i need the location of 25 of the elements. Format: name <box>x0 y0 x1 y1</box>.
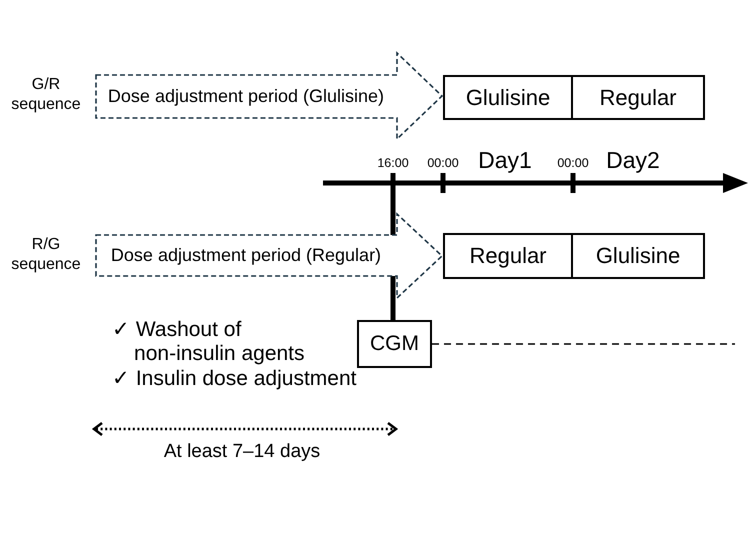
phase-rectangle <box>571 75 705 120</box>
sequence-label: G/R sequence <box>10 75 82 115</box>
period-label: Dose adjustment period (Regular) <box>110 245 382 266</box>
dashed-connector <box>432 343 735 345</box>
phase-label: Glulisine <box>466 84 550 110</box>
phase-label: Regular <box>599 84 677 110</box>
phase-rectangle <box>571 233 705 279</box>
time-label: 00:00 <box>557 156 589 171</box>
day-label: Day1 <box>478 147 532 173</box>
phase-label: CGM <box>370 332 419 356</box>
note-text: ✓ Insulin dose adjustment <box>112 367 356 391</box>
time-label: 00:00 <box>427 156 459 171</box>
dashed-block-arrow <box>95 213 443 299</box>
phase-label: Glulisine <box>596 243 680 269</box>
duration-label: At least 7–14 days <box>164 440 320 463</box>
period-label: Dose adjustment period (Glulisine) <box>108 86 384 107</box>
dashed-block-arrow <box>95 52 443 140</box>
phase-rectangle <box>357 320 432 368</box>
note-text: ✓ Washout of non-insulin agents <box>112 318 306 366</box>
phase-label: Regular <box>469 243 547 269</box>
phase-rectangle <box>443 233 573 279</box>
time-label: 16:00 <box>377 156 409 171</box>
phase-rectangle <box>443 75 573 120</box>
day-label: Day2 <box>606 147 660 173</box>
sequence-label: R/G sequence <box>10 235 82 275</box>
